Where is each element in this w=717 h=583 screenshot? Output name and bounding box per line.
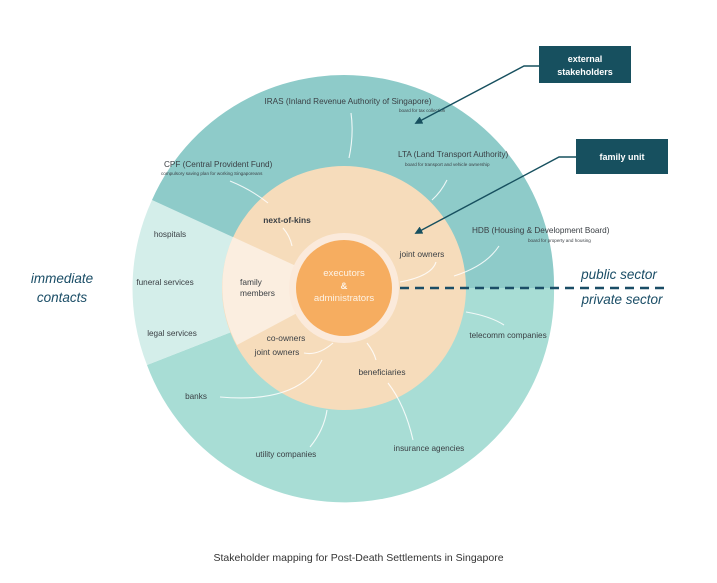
connector-telecomm bbox=[465, 311, 505, 326]
connector-joint-owners-top bbox=[399, 261, 437, 283]
lta-description: board for transport and vehicle ownershi… bbox=[405, 162, 490, 167]
family-unit-label: family unit bbox=[599, 152, 644, 162]
executors-administrators-node bbox=[296, 240, 392, 336]
next-of-kins-label: next-of-kins bbox=[263, 215, 311, 225]
iras-description: board for tax collection bbox=[399, 108, 446, 113]
banks-label: banks bbox=[185, 392, 207, 401]
connector-utility bbox=[309, 409, 328, 448]
joint-owners-bottom-label: joint owners bbox=[254, 347, 300, 357]
connector-joint-owners-bottom bbox=[303, 342, 334, 355]
utility-companies-label: utility companies bbox=[256, 450, 317, 459]
funeral-services-label: funeral services bbox=[136, 278, 193, 287]
hospitals-label: hospitals bbox=[154, 230, 186, 239]
external-stakeholders-label-line2: stakeholders bbox=[557, 67, 613, 77]
center-label-line3: administrators bbox=[314, 293, 374, 304]
connector-iras bbox=[348, 112, 353, 159]
connector-beneficiaries bbox=[366, 342, 377, 361]
connector-next-of-kins bbox=[282, 227, 293, 247]
center-label-line1: executors bbox=[323, 268, 365, 279]
external-stakeholders-label-line1: external bbox=[568, 54, 603, 64]
telecomm-companies-label: telecomm companies bbox=[469, 331, 546, 340]
legal-services-label: legal services bbox=[147, 329, 197, 338]
immediate-contacts-label-line2: contacts bbox=[37, 290, 88, 305]
hdb-description: board for property and housing bbox=[528, 238, 591, 243]
cpf-description: compulsory saving plan for working Singa… bbox=[161, 171, 263, 176]
connector-banks bbox=[219, 359, 323, 399]
family-unit-pointer bbox=[414, 156, 576, 234]
cpf-label: CPF (Central Provident Fund) bbox=[164, 160, 273, 169]
lta-label: LTA (Land Transport Authority) bbox=[398, 150, 509, 159]
family-members-region bbox=[222, 237, 344, 345]
iras-label: IRAS (Inland Revenue Authority of Singap… bbox=[264, 97, 431, 106]
co-owners-label: co-owners bbox=[267, 333, 306, 343]
figure-caption: Stakeholder mapping for Post-Death Settl… bbox=[213, 552, 504, 564]
family-unit-box bbox=[576, 139, 668, 174]
hdb-label: HDB (Housing & Development Board) bbox=[472, 226, 610, 235]
beneficiaries-label: beneficiaries bbox=[358, 367, 405, 377]
insurance-agencies-label: insurance agencies bbox=[394, 444, 465, 453]
center-label-line2: & bbox=[341, 281, 348, 292]
connector-insurance bbox=[387, 382, 414, 441]
family-members-label-line2: members bbox=[240, 288, 275, 298]
connector-hdb bbox=[453, 245, 500, 277]
connector-cpf bbox=[229, 180, 269, 204]
private-sector-label: private sector bbox=[580, 292, 663, 307]
joint-owners-top-label: joint owners bbox=[399, 249, 445, 259]
public-sector-label: public sector bbox=[580, 267, 657, 282]
immediate-contacts-label-line1: immediate bbox=[31, 271, 93, 286]
connector-lta bbox=[431, 179, 448, 201]
external-stakeholders-box bbox=[539, 46, 631, 83]
family-members-label-line1: family bbox=[240, 277, 263, 287]
external-stakeholders-pointer bbox=[414, 65, 539, 124]
connector-lines bbox=[219, 112, 505, 448]
